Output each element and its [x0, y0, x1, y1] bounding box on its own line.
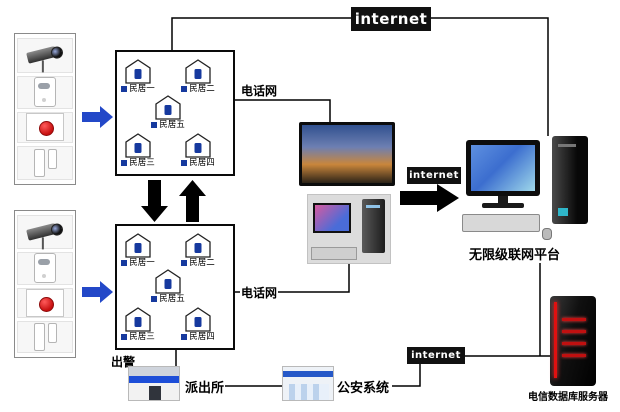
house-label: 民居二: [189, 258, 215, 268]
tower-icon: [362, 199, 385, 253]
house-label: 民居三: [129, 158, 155, 168]
phone-network-label-top: 电话网: [240, 82, 279, 99]
house-cluster-top: 民居一 民居二 民居五 民居三 民居四: [115, 50, 235, 176]
house-label: 民居一: [129, 258, 155, 268]
panic-button-icon: [17, 288, 73, 318]
panic-button-icon: [17, 111, 73, 143]
telecom-server-label: 电信数据库服务器: [527, 388, 609, 403]
house-label: 民居一: [129, 84, 155, 94]
wire-phone-top: [235, 99, 331, 122]
internet-badge-top: internet: [351, 7, 431, 31]
house-3: 民居三: [120, 306, 156, 342]
house-label: 民居四: [189, 332, 215, 342]
keyboard-icon: [311, 247, 357, 260]
up-arrow-icon: [179, 180, 206, 222]
database-server-image: [550, 296, 596, 386]
device-panel-top: [14, 33, 76, 185]
house-label: 民居五: [159, 294, 185, 304]
house-4: 民居四: [180, 306, 216, 342]
police-station-label: 派出所: [184, 377, 226, 396]
door-sensor-icon: [17, 321, 73, 353]
house-4: 民居四: [180, 132, 216, 168]
internet-badge-bottom: internet: [407, 347, 465, 364]
house-5: 民居五: [150, 268, 186, 304]
motion-sensor-icon: [17, 75, 73, 109]
house-1: 民居一: [120, 58, 156, 94]
house-label: 民居四: [189, 158, 215, 168]
internet-badge-mid: internet: [407, 167, 461, 184]
phone-network-label-bottom: 电话网: [240, 284, 279, 301]
house-bullet-icon: [181, 86, 188, 92]
house-bullet-icon: [121, 160, 128, 166]
house-bullet-icon: [181, 334, 188, 340]
house-1: 民居一: [120, 232, 156, 268]
house-bullet-icon: [151, 122, 158, 128]
house-3: 民居三: [120, 132, 156, 168]
house-cluster-bottom: 民居一 民居二 民居五 民居三 民居四: [115, 224, 235, 350]
house-label: 民居五: [159, 120, 185, 130]
public-security-image: [282, 366, 334, 401]
monitor-icon: [313, 203, 351, 233]
public-security-label: 公安系统: [336, 377, 391, 396]
camera-icon: [17, 215, 73, 249]
keyboard-icon: [462, 214, 540, 232]
police-station-image: [128, 366, 180, 401]
door-sensor-icon: [17, 146, 73, 180]
monitor-icon: [466, 140, 540, 196]
house-bullet-icon: [181, 260, 188, 266]
platform-computer-image: [460, 136, 592, 240]
house-bullet-icon: [121, 260, 128, 266]
monitoring-computer-image: [307, 194, 391, 264]
house-label: 民居三: [129, 332, 155, 342]
house-bullet-icon: [181, 160, 188, 166]
to-platform-arrow-icon: [400, 184, 459, 212]
platform-label: 无限级联网平台: [468, 244, 562, 263]
house-bullet-icon: [151, 296, 158, 302]
camera-icon: [17, 38, 73, 73]
tower-icon: [552, 136, 588, 224]
house-5: 民居五: [150, 94, 186, 130]
house-2: 民居二: [180, 232, 216, 268]
house-bullet-icon: [121, 86, 128, 92]
blue-arrow-bottom-icon: [82, 281, 113, 303]
down-arrow-icon: [141, 180, 168, 222]
dispatch-label: 出警: [110, 353, 137, 370]
house-label: 民居二: [189, 84, 215, 94]
monitoring-screen-image: [299, 122, 395, 186]
house-bullet-icon: [121, 334, 128, 340]
mouse-icon: [542, 228, 552, 240]
device-panel-bottom: [14, 210, 76, 358]
blue-arrow-top-icon: [82, 106, 113, 128]
motion-sensor-icon: [17, 251, 73, 285]
house-2: 民居二: [180, 58, 216, 94]
